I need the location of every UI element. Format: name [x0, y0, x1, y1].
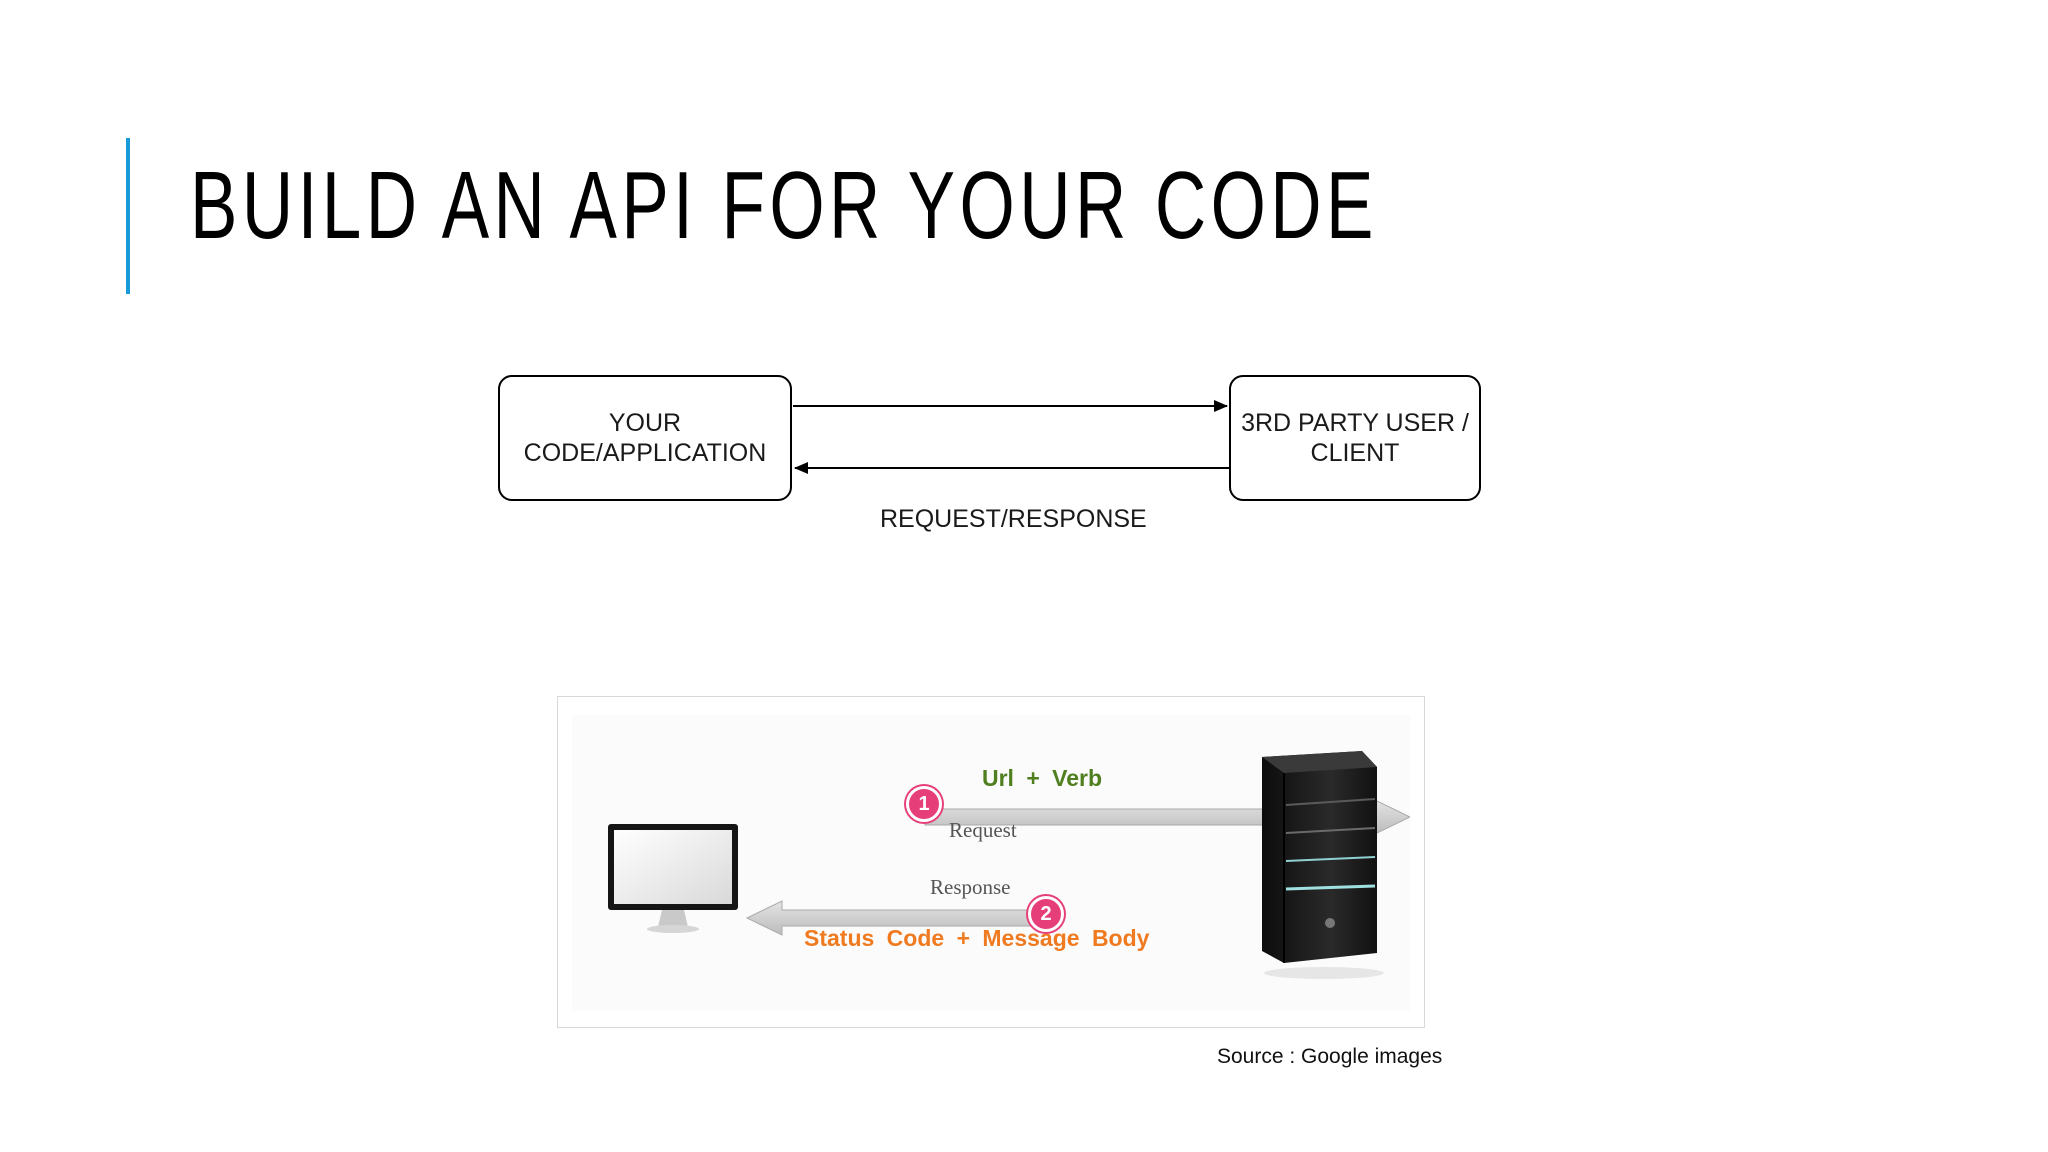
client-server-artwork — [608, 751, 1410, 979]
image-source-caption: Source : Google images — [1217, 1045, 1443, 1068]
server-tower-icon — [1262, 751, 1384, 979]
client-server-illustration: Url + Verb Request Response Status Code … — [572, 715, 1410, 1011]
status-message-heading: Status Code + Message Body — [804, 925, 1150, 951]
request-response-label: REQUEST/RESPONSE — [880, 505, 1147, 533]
your-code-application-box: YOUR CODE/APPLICATION — [498, 375, 792, 501]
slide-title: BUILD AN API FOR YOUR CODE — [190, 152, 1378, 259]
step-2-badge: 2 — [1028, 896, 1064, 932]
response-flow-arrow — [745, 900, 1058, 936]
third-party-client-label: 3RD PARTY USER / CLIENT — [1241, 409, 1469, 467]
client-server-image: Url + Verb Request Response Status Code … — [557, 696, 1425, 1028]
your-code-application-label: YOUR CODE/APPLICATION — [523, 409, 767, 467]
step-1-badge: 1 — [906, 786, 942, 822]
title-accent-bar — [126, 138, 130, 294]
request-label: Request — [949, 818, 1017, 842]
url-verb-heading: Url + Verb — [982, 765, 1103, 791]
computer-monitor-icon — [608, 824, 738, 933]
third-party-client-box: 3RD PARTY USER / CLIENT — [1229, 375, 1481, 501]
response-label: Response — [930, 875, 1011, 899]
